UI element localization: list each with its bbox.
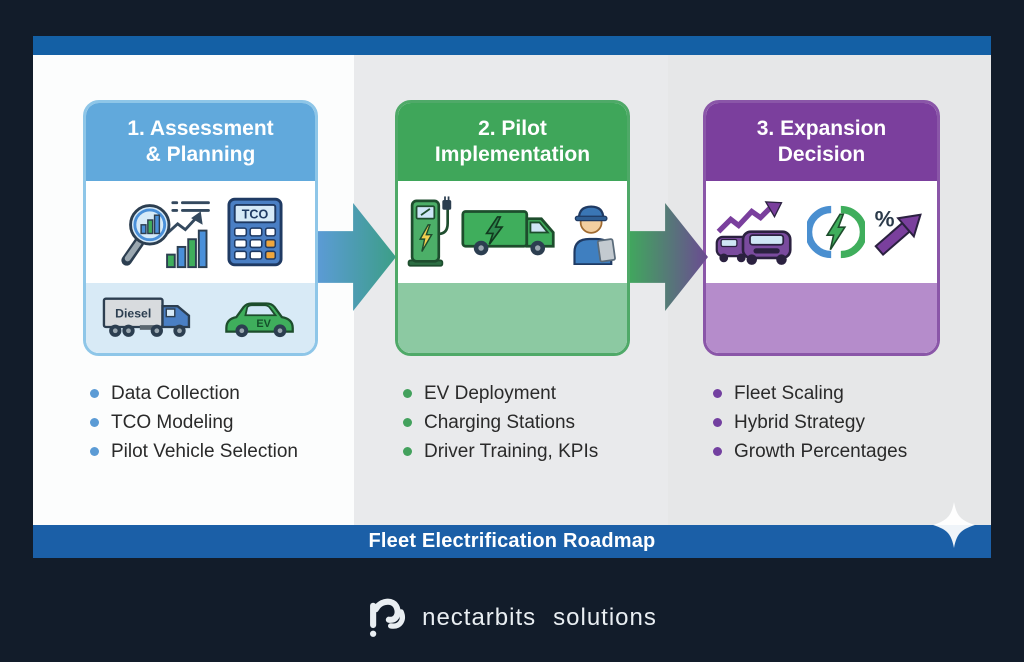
percent-label: % [874,206,894,231]
bullet-label: Growth Percentages [734,440,908,462]
roadmap-title-bar: Fleet Electrification Roadmap [33,525,991,558]
slide-top-bar [33,36,991,55]
energy-cycle-icon [806,205,865,259]
list-item: Charging Stations [403,408,598,437]
stage-1-bullet-list: Data Collection TCO Modeling Pilot Vehic… [90,379,298,466]
stage-3-title-line2: Decision [777,143,866,166]
stage-2-icon-row [398,181,627,283]
stage-2-title-line1: 2. Pilot [478,117,547,140]
growth-percentage-icon: % [873,206,922,257]
diesel-truck-icon: Diesel [102,296,190,337]
stage-2-card: 2. Pilot Implementation [395,100,630,356]
bullet-label: Fleet Scaling [734,382,844,404]
stage-1-title-line2: & Planning [145,143,256,166]
brand-name: nectarbits [422,604,537,631]
brand-suffix: solutions [553,604,657,631]
list-item: EV Deployment [403,379,598,408]
tco-calculator-icon: TCO [226,197,283,267]
stage-2-title-line2: Implementation [434,143,591,166]
bullet-label: Hybrid Strategy [734,411,865,433]
roadmap-title: Fleet Electrification Roadmap [368,530,656,552]
brand-wordmark: nectarbits solutions [422,604,657,632]
list-item: Growth Percentages [713,437,907,466]
bullet-dot [403,418,412,427]
sparkle-icon [933,502,975,548]
bullet-dot [90,418,99,427]
stage-2-header: 2. Pilot Implementation [398,103,627,181]
bullet-dot [403,389,412,398]
list-item: Fleet Scaling [713,379,907,408]
list-item: Pilot Vehicle Selection [90,437,298,466]
stage-3-lower-band [706,283,937,353]
nectarbits-logo-icon [370,598,406,637]
stage-1-vehicle-row: Diesel EV [86,283,315,353]
list-item: TCO Modeling [90,408,298,437]
diesel-truck-label: Diesel [115,306,151,320]
stage-3-bullet-list: Fleet Scaling Hybrid Strategy Growth Per… [713,379,907,466]
list-item: Driver Training, KPIs [403,437,598,466]
bullet-dot [90,447,99,456]
magnifier-chart-icon [120,200,210,268]
ev-car-icon: EV [224,302,294,338]
stage-1-title-line1: 1. Assessment [127,117,274,140]
bullet-dot [403,447,412,456]
bullet-label: Data Collection [111,382,240,404]
stage-2-lower-band [398,283,627,353]
ev-charging-station-icon [407,196,452,267]
stage-1-header: 1. Assessment & Planning [86,103,315,181]
list-item: Data Collection [90,379,298,408]
driver-tablet-icon [573,205,616,265]
bullet-label: TCO Modeling [111,411,234,433]
bullet-dot [713,389,722,398]
list-item: Hybrid Strategy [713,408,907,437]
electric-van-icon [461,209,555,255]
bullet-label: Driver Training, KPIs [424,440,599,462]
bullet-label: Pilot Vehicle Selection [111,440,298,462]
branding-footer: nectarbits solutions [0,592,1024,644]
stage-3-card: 3. Expansion Decision [703,100,940,356]
stage-3-icon-row: % [706,181,937,283]
bullet-dot [90,389,99,398]
roadmap-slide: 1. Assessment & Planning [33,36,991,558]
ev-car-label: EV [256,318,271,330]
bullet-dot [713,418,722,427]
bullet-label: Charging Stations [424,411,576,433]
stage-1-card: 1. Assessment & Planning [83,100,318,356]
stage-1-icon-row: TCO [86,181,315,283]
bullet-dot [713,447,722,456]
bullet-label: EV Deployment [424,382,557,404]
fleet-growth-icon [715,200,792,265]
stage-2-bullet-list: EV Deployment Charging Stations Driver T… [403,379,598,466]
stage-3-title-line1: 3. Expansion [756,117,887,140]
stage-3-header: 3. Expansion Decision [706,103,937,181]
calculator-screen-label: TCO [241,207,268,221]
